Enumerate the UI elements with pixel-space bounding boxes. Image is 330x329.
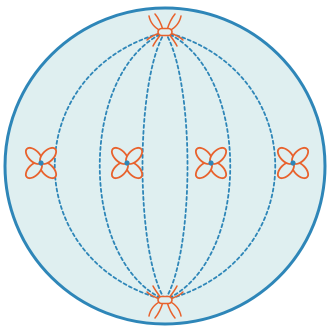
- centromere: [38, 160, 43, 165]
- centromere: [124, 160, 129, 165]
- centromere: [290, 160, 295, 165]
- centromere: [208, 160, 213, 165]
- centriole: [158, 297, 172, 304]
- centriole: [158, 29, 172, 36]
